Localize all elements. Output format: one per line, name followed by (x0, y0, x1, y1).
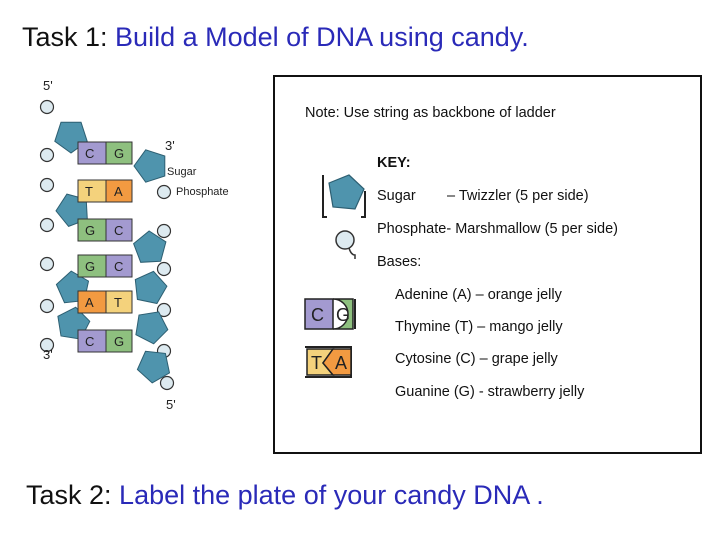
key-pair-cg-left: C (311, 305, 324, 325)
phosphate-left-1 (39, 99, 55, 115)
phosphate-left-7 (39, 337, 55, 353)
base-right-5 (105, 290, 133, 314)
key-note: Note: Use string as backbone of ladder (305, 105, 556, 121)
key-pair-ta-left: T (311, 353, 322, 373)
sugar-right-3 (134, 270, 168, 305)
base-right-label-6: G (114, 334, 124, 349)
base-right-label-2: A (114, 184, 123, 199)
phosphate-left-2 (39, 147, 55, 163)
key-pair-cg: C G (304, 298, 356, 330)
key-box: Note: Use string as backbone of ladder K… (273, 75, 702, 454)
label-phosphate: Phosphate (176, 186, 229, 198)
base-left-label-6: C (85, 334, 94, 349)
key-pair-cg-right: G (336, 305, 350, 325)
label-3prime-top: 3' (165, 138, 175, 153)
base-right-2 (105, 179, 133, 203)
sugar-right-5 (136, 350, 171, 384)
label-sugar: Sugar (167, 166, 197, 178)
phosphate-right-3 (156, 261, 172, 277)
phosphate-right-4 (156, 302, 172, 318)
base-right-label-3: C (114, 223, 123, 238)
phosphate-left-5 (39, 256, 55, 272)
sugar-right-1 (133, 149, 166, 183)
base-left-label-3: G (85, 223, 95, 238)
base-left-label-1: C (85, 146, 94, 161)
key-bases-title: Bases: (377, 254, 422, 270)
key-base-cytosine: Cytosine (C) – grape jelly (395, 351, 558, 367)
key-sugar-term: Sugar (377, 188, 416, 204)
task2-text: Label the plate of your candy DNA . (119, 480, 544, 510)
key-phosphate: Phosphate- Marshmallow (5 per side) (377, 221, 618, 237)
phosphate-right-6 (159, 375, 175, 391)
key-pair-ta-right: A (335, 353, 347, 373)
dna-backbone-shapes: C G T A G C G C A T C G (39, 99, 175, 391)
base-right-1 (105, 141, 133, 165)
key-title: KEY: (377, 155, 411, 171)
sugar-right-2 (133, 230, 167, 263)
key-base-thymine: Thymine (T) – mango jelly (395, 319, 563, 335)
task1-heading: Task 1: Build a Model of DNA using candy… (22, 22, 529, 53)
sugar-right-4 (135, 311, 169, 345)
base-right-4 (105, 254, 133, 278)
dna-diagram: C G T A G C G C A T C G 5' 3' Sugar Phosphate 3' 5' (39, 78, 229, 412)
base-left-label-5: A (85, 295, 94, 310)
key-pair-ta: T A (305, 346, 352, 378)
phosphate-right-2 (156, 223, 172, 239)
task2-heading: Task 2: Label the plate of your candy DN… (26, 480, 544, 511)
base-right-label-4: C (114, 259, 123, 274)
phosphate-left-3 (39, 177, 55, 193)
sugar-key-icon (322, 174, 366, 218)
base-right-label-1: G (114, 146, 124, 161)
key-base-guanine: Guanine (G) - strawberry jelly (395, 384, 585, 400)
base-right-3 (105, 218, 133, 242)
task2-prefix: Task 2: (26, 480, 120, 510)
task1-text: Build a Model of DNA using candy. (115, 22, 529, 52)
label-5prime-top: 5' (43, 78, 53, 93)
base-right-6 (105, 329, 133, 353)
key-sugar-desc: – Twizzler (5 per side) (447, 188, 589, 204)
task1-prefix: Task 1: (22, 22, 116, 52)
base-left-label-4: G (85, 259, 95, 274)
key-base-adenine: Adenine (A) – orange jelly (395, 287, 562, 303)
phosphate-key-icon (335, 230, 356, 259)
phosphate-left-4 (39, 217, 55, 233)
label-3prime-bottom: 3' (43, 347, 53, 362)
base-pair-key-icons: C G T A (304, 298, 356, 378)
phosphate-left-6 (39, 298, 55, 314)
base-right-label-5: T (114, 295, 122, 310)
base-left-label-2: T (85, 184, 93, 199)
phosphate-right-1 (156, 184, 172, 200)
label-5prime-bottom: 5' (166, 397, 176, 412)
